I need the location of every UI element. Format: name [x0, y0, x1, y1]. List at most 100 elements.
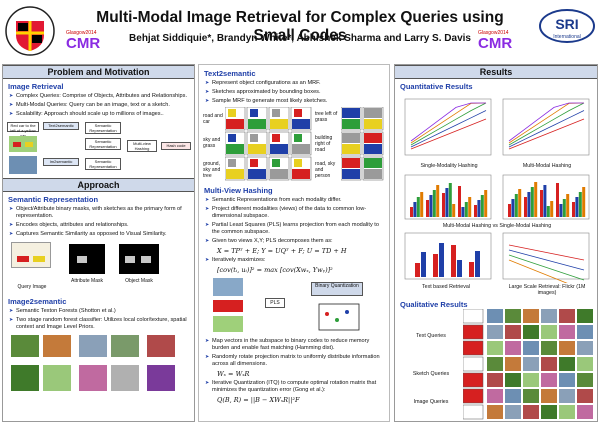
tile-region [248, 119, 266, 129]
query-image-thumbnail [9, 156, 37, 174]
series-line [508, 259, 568, 283]
pls-box: PLS [265, 298, 285, 308]
bar [433, 254, 438, 277]
text-query-box: Red car to the left of a yellow car [7, 122, 39, 138]
bar [543, 185, 547, 217]
bar [530, 187, 534, 217]
list-item: Two stage random forest classifier: Util… [9, 317, 190, 331]
bar [546, 206, 550, 217]
section-heading-problem: Problem and Motivation [3, 65, 194, 79]
tile-region [342, 144, 360, 154]
subheading-multiview-hashing: Multi-View Hashing [204, 186, 273, 195]
tile-region [342, 108, 360, 118]
tile-region [364, 158, 382, 168]
bar [572, 202, 575, 217]
bar [469, 262, 474, 277]
list-item: Semantic Texton Forests (Shotton et al.) [9, 308, 190, 315]
example-image [11, 335, 39, 357]
label-image-queries: Image Queries [413, 399, 449, 405]
result-thumb [487, 325, 503, 339]
result-thumb [577, 309, 593, 323]
column-right: Results Quantitative Results Single-Moda… [394, 64, 598, 422]
list-item: Captures Semantic Similarity as opposed … [9, 231, 190, 238]
result-thumb [541, 309, 557, 323]
car-shape [33, 256, 45, 262]
query-image [11, 242, 51, 268]
example-image [11, 365, 39, 391]
subheading-semantic-representation: Semantic Representation [8, 195, 99, 204]
subheading-quantitative: Quantitative Results [400, 82, 473, 91]
tile-region [272, 109, 280, 117]
caption-large-scale: Large Scale Retrieval: Flickr (1M images… [508, 284, 586, 296]
bar [484, 190, 488, 217]
series-line [508, 244, 585, 261]
example-segmentation [111, 365, 139, 391]
list-item: Represent object configurations as an MR… [205, 80, 385, 87]
semantic-bullets: Object/Attribute binary masks, with sket… [9, 206, 190, 238]
result-thumb [559, 325, 575, 339]
list-item: Sketches approximated by bounding boxes. [205, 89, 385, 96]
caption-text-retrieval: Text based Retrieval [422, 284, 470, 290]
label-query-image: Query Image [17, 284, 47, 290]
car-shape [17, 256, 29, 262]
list-item: Randomly rotate projection matrix to uni… [205, 354, 385, 368]
result-thumb [487, 341, 503, 355]
example-image [147, 335, 175, 357]
bar [582, 187, 586, 217]
mvh-bullets-b: Iteratively maximizes: [205, 257, 385, 264]
result-thumb [577, 373, 593, 387]
mask-diagram: Query Image Attribute Mask Object Mask [7, 240, 190, 294]
result-thumb [541, 341, 557, 355]
tile-region [364, 108, 382, 118]
result-thumb [559, 357, 575, 371]
result-thumb [577, 389, 593, 403]
bar [508, 204, 511, 217]
mask-blob [141, 256, 151, 263]
tile-region [270, 169, 288, 179]
bar [421, 252, 426, 277]
query-thumb [463, 324, 484, 340]
series-line [508, 102, 584, 142]
tile-region [342, 158, 360, 168]
poster-authors: Behjat Siddiquie*, Brandyn White*, Abhis… [129, 33, 471, 44]
bar [474, 205, 477, 217]
series-line [410, 102, 487, 146]
result-thumb [505, 325, 521, 339]
subheading-image-retrieval: Image Retrieval [8, 82, 64, 91]
sri-logo-icon: SRI International [539, 9, 595, 43]
tile-region [228, 134, 236, 142]
result-thumb [523, 373, 539, 387]
tile-region [270, 119, 288, 129]
list-item: Encodes objects, attributes and relation… [9, 222, 190, 229]
query-thumb [463, 404, 484, 420]
tile-region [292, 119, 310, 129]
svg-text:SRI: SRI [555, 16, 578, 32]
bar [457, 260, 462, 277]
segmentation-examples [7, 333, 190, 397]
bar [480, 195, 484, 217]
poster-title: Multi-Modal Image Retrieval for Complex … [96, 9, 504, 44]
list-item: Project different modalities (views) of … [205, 206, 385, 220]
bar [451, 245, 456, 277]
bar [461, 207, 465, 217]
tile-region [228, 159, 236, 167]
result-thumb [559, 341, 575, 355]
grid-label: road and car [203, 113, 223, 125]
text2semantic-box: Text2semantic [43, 122, 79, 130]
bar [426, 200, 429, 217]
qualitative-result-grid [463, 309, 593, 420]
label-text-queries: Text Queries [416, 333, 446, 339]
example-segmentation [43, 335, 71, 357]
problem-bullets: Complex Queries: Comprise of Objects, At… [9, 93, 190, 118]
tile-region [272, 159, 280, 167]
result-thumb [487, 405, 503, 419]
mvh-bullets: Semantic Representations from each modal… [205, 197, 385, 245]
bar [458, 186, 461, 217]
view-sketch [213, 300, 243, 312]
grid-label: tree left of grass [315, 111, 338, 123]
tile-region [342, 119, 360, 129]
bar [432, 190, 436, 217]
bar [566, 194, 570, 217]
poster-header: Glasgow2014 CMR Multi-Modal Image Retrie… [0, 0, 600, 62]
bar [578, 192, 582, 217]
